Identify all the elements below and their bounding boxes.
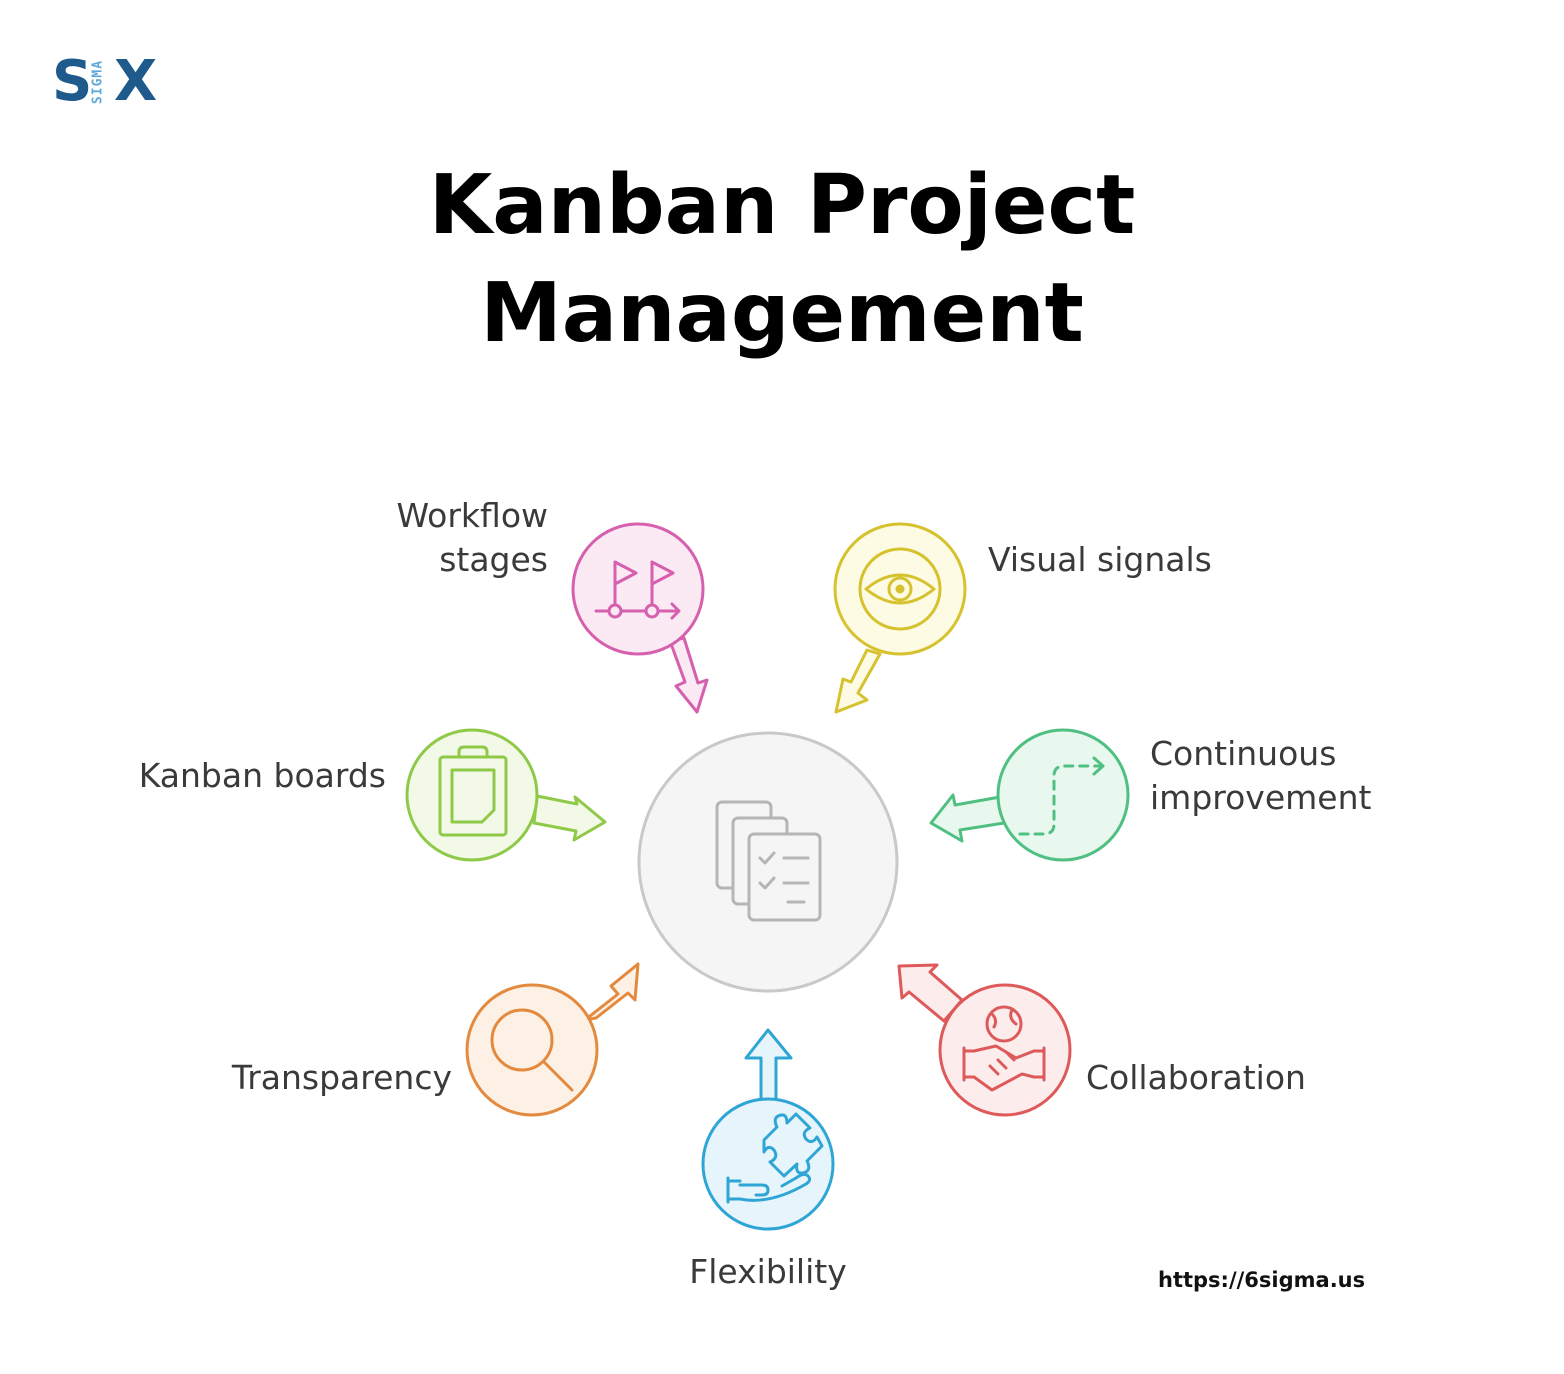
logo-letter-x: X [114, 49, 158, 114]
arrow-visual-signals [834, 648, 882, 714]
footer-url[interactable]: https://6sigma.us [1158, 1268, 1366, 1292]
label-workflow-stages: Workflow stages [396, 496, 548, 579]
arrow-collaboration [897, 963, 964, 1023]
arrow-continuous-improvement [929, 793, 1006, 843]
label-kanban-boards: Kanban boards [138, 756, 386, 795]
hub-node [637, 731, 899, 993]
magnifier-icon [490, 1008, 574, 1092]
label-transparency: Transparency [231, 1058, 452, 1097]
page-title: Kanban Project Management [0, 152, 1564, 368]
node-collaboration [897, 963, 1072, 1117]
node-transparency [465, 962, 640, 1117]
puzzle-hand-icon [726, 1112, 824, 1204]
dashed-path-arrow-icon [1018, 756, 1105, 836]
arrow-workflow-stages [668, 636, 709, 714]
flags-arrow-icon [594, 560, 681, 620]
brand-logo: S SIGMA X [52, 50, 172, 114]
eye-icon [858, 547, 942, 631]
node-kanban-boards [405, 728, 607, 862]
handshake-icon [962, 1005, 1046, 1092]
title-line-1: Kanban Project [428, 158, 1136, 253]
node-continuous-improvement [929, 728, 1130, 862]
label-flexibility: Flexibility [689, 1252, 847, 1291]
node-visual-signals [833, 522, 967, 714]
label-collaboration: Collaboration [1086, 1058, 1306, 1097]
arrow-kanban-boards [532, 794, 607, 842]
node-flexibility [701, 1028, 835, 1231]
label-visual-signals: Visual signals [988, 540, 1212, 579]
clipboard-icon [438, 745, 508, 837]
label-continuous-improvement: Continuous improvement [1150, 734, 1372, 817]
documents-checklist-icon [715, 800, 822, 922]
arrow-transparency [583, 962, 640, 1022]
logo-letter-s: S [52, 49, 93, 114]
node-workflow-stages [571, 522, 709, 714]
arrow-flexibility [744, 1028, 793, 1102]
title-line-2: Management [480, 266, 1084, 361]
